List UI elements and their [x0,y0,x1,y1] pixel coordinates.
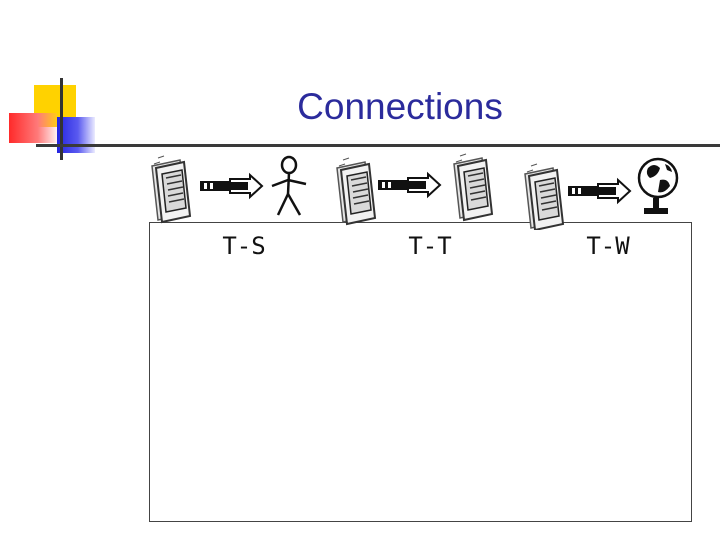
logo-decoration [0,0,110,165]
title-divider [36,144,720,147]
connection-label-t-t: T-T [408,232,452,260]
content-box [149,222,692,522]
connections-diagram [151,153,679,230]
connection-label-t-s: T-S [222,232,266,260]
terminal-icon [524,163,564,230]
arrow-icon [567,179,631,203]
page-title: Connections [297,86,503,127]
logo-red-square [9,113,57,143]
arrow-icon [377,173,441,197]
person-icon [271,155,307,216]
globe-icon [637,157,679,214]
connection-label-t-w: T-W [586,232,630,260]
logo-vertical-line [60,78,63,160]
terminal-icon [336,157,376,225]
arrow-icon [199,174,263,198]
logo-blue-square [57,117,95,153]
terminal-icon [151,155,191,223]
terminal-icon [453,153,493,221]
